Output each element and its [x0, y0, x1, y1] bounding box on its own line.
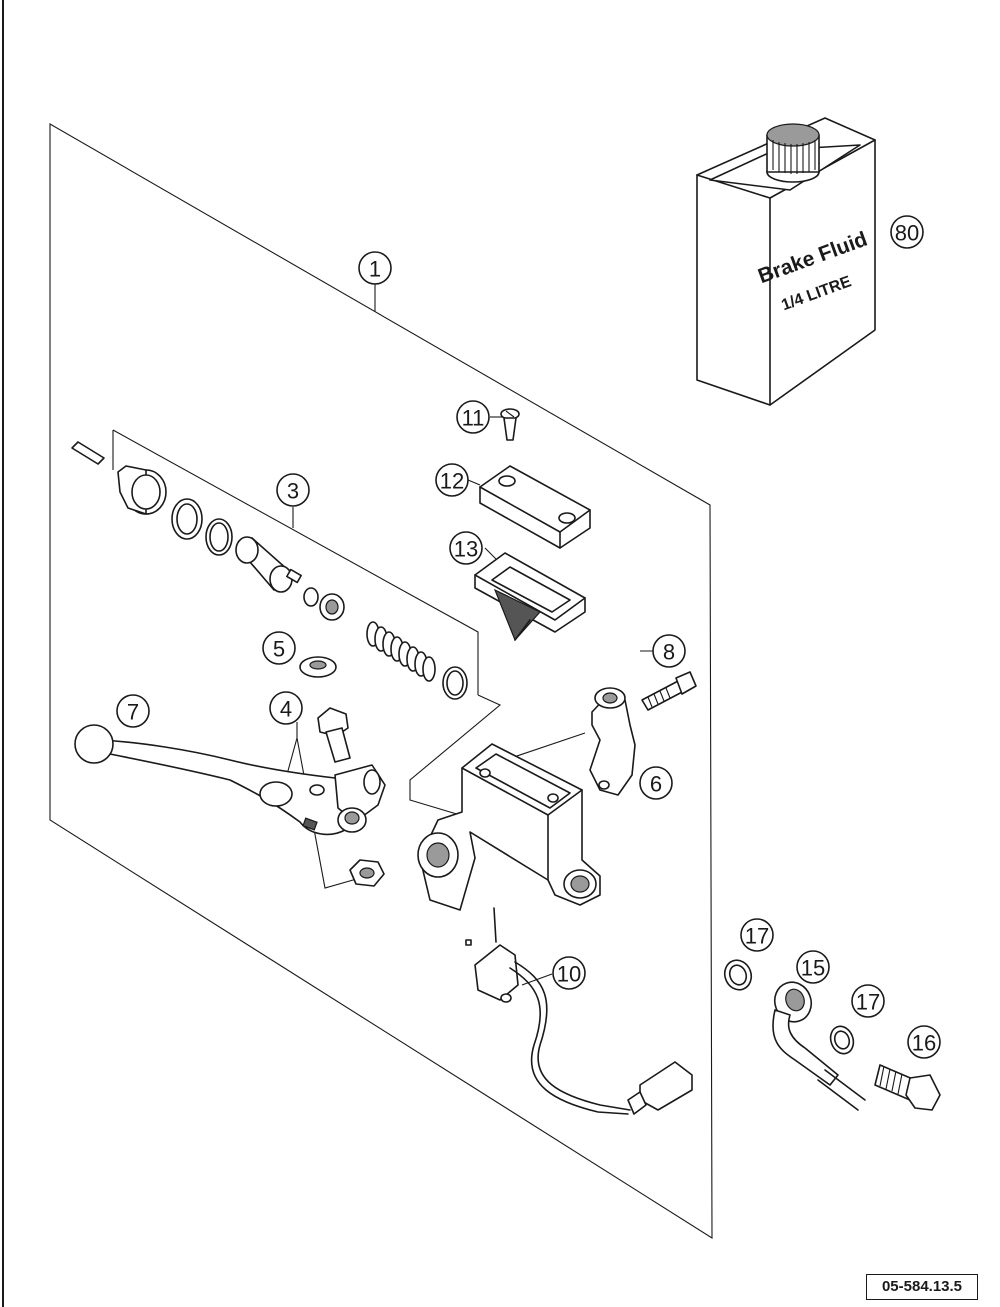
callout-12: 12 [435, 463, 469, 497]
callout-15: 15 [796, 950, 830, 984]
master-cylinder-body [417, 743, 601, 911]
callout-4-label: 4 [280, 697, 292, 722]
callout-17-a-label: 17 [745, 924, 769, 949]
callout-17-b-label: 17 [856, 990, 880, 1015]
part-12-reservoir-lid [479, 465, 591, 549]
part-4-pivot-bolt [317, 707, 385, 887]
callout-4: 4 [269, 691, 303, 725]
part-8-clamp-bolt [641, 671, 697, 711]
callout-10-label: 10 [557, 962, 581, 987]
callout-17-a: 17 [740, 918, 774, 952]
callout-8: 8 [652, 634, 686, 668]
part-17-washer-b [829, 1025, 855, 1055]
callout-80: 80 [890, 215, 924, 249]
callout-3-label: 3 [287, 479, 299, 504]
callout-10: 10 [552, 956, 586, 990]
part-15-banjo-hose [772, 981, 866, 1111]
leader-lines [112, 283, 680, 986]
callout-5: 5 [262, 631, 296, 665]
callout-6: 6 [639, 766, 673, 800]
part-13-diaphragm [474, 552, 586, 642]
callout-7-label: 7 [127, 700, 139, 725]
callout-5-label: 5 [273, 637, 285, 662]
callout-1: 1 [358, 251, 392, 285]
callout-6-label: 6 [650, 772, 662, 797]
part-6-clamp [589, 687, 636, 796]
part-17-washer-a [723, 959, 753, 991]
callout-11: 11 [456, 400, 490, 434]
callout-8-label: 8 [663, 640, 675, 665]
callout-16-label: 16 [912, 1031, 936, 1056]
callout-11-label: 11 [462, 406, 485, 431]
callout-16: 16 [907, 1025, 941, 1059]
callout-15-label: 15 [801, 956, 825, 981]
callout-13-label: 13 [454, 537, 478, 562]
part-10-brake-switch [465, 907, 693, 1115]
part-7-brake-lever [74, 724, 386, 836]
callout-80-label: 80 [895, 221, 919, 246]
callout-12-label: 12 [440, 469, 464, 494]
part-16-banjo-bolt [874, 1064, 941, 1111]
brake-fluid-container: Brake Fluid 1/4 LITRE [696, 117, 876, 406]
page-border-line [2, 0, 4, 1307]
callout-13: 13 [449, 531, 483, 565]
callout-7: 7 [116, 694, 150, 728]
part-5-washer [299, 656, 337, 678]
callout-1-label: 1 [369, 257, 381, 282]
callout-17-b: 17 [851, 984, 885, 1018]
reference-code: 05-584.13.5 [866, 1274, 978, 1300]
assembly-frame [49, 123, 713, 1239]
part-3-piston-kit [71, 441, 468, 700]
callout-3: 3 [276, 473, 310, 507]
part-11-screw [500, 408, 520, 441]
